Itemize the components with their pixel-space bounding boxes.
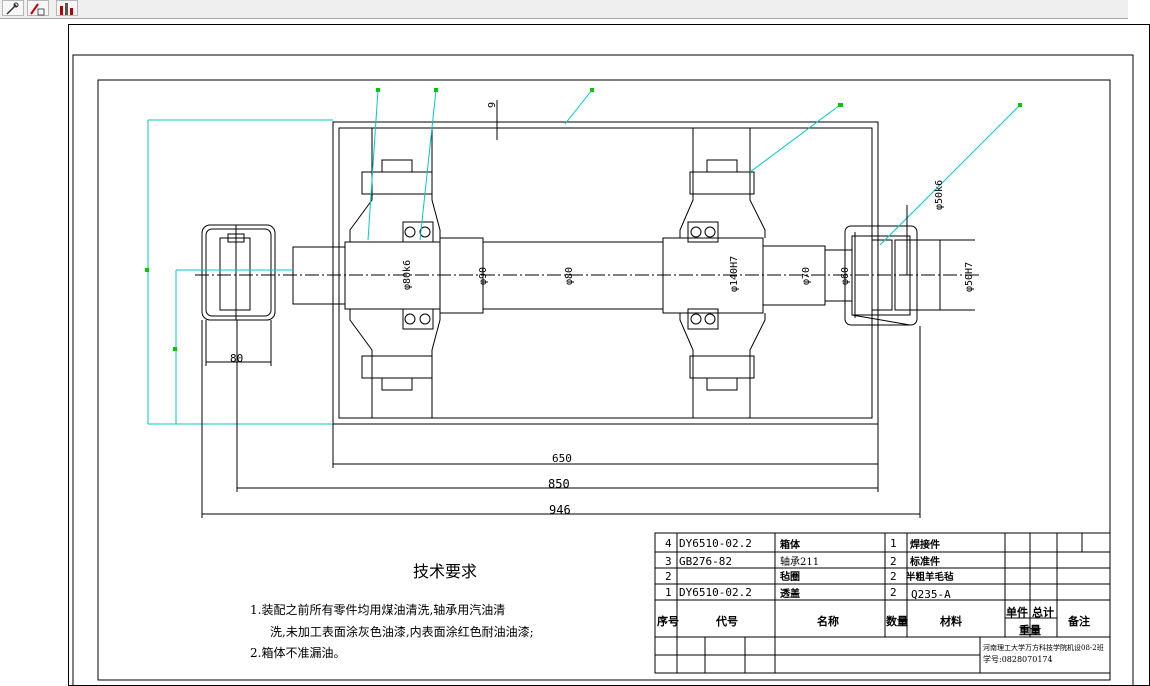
bom-material: Q235-A [911, 588, 951, 601]
dimension-lines [201, 100, 975, 518]
shaft [195, 237, 980, 314]
cad-drawing: 650 850 946 80 6 φ80k6 φ90 φ80 φ140H7 φ7… [72, 54, 1134, 686]
bom-header-remark: 备注 [1067, 614, 1090, 628]
bom-header-weight: 重量 [1019, 623, 1041, 637]
bom-header-material: 材料 [940, 614, 962, 628]
bom-row-2: 2 毡圈 2 半粗羊毛毡 [665, 570, 954, 583]
line-tool-icon[interactable] [27, 0, 49, 16]
leader-dots [145, 88, 1022, 351]
right-bearing-seat [679, 128, 766, 418]
dim-946: 946 [549, 503, 571, 517]
housing [332, 121, 879, 425]
left-bearing-seat [349, 128, 441, 418]
bom-header-no: 序号 [657, 614, 679, 628]
tech-req-line-1: 1.装配之前所有零件均用煤油清洗,轴承用汽油清 [250, 602, 505, 617]
dim-phi80: φ80 [564, 267, 575, 285]
drawing-frame [97, 79, 1111, 681]
dim-phi90: φ90 [478, 267, 489, 285]
bom-footer-school: 河南理工大学万方科技学院机设08-2班 [983, 643, 1104, 652]
bom-code: DY6510-02.2 [679, 586, 752, 599]
drawing-sheet [68, 24, 1150, 686]
tech-req-title: 技术要求 [413, 562, 477, 581]
dim-phi80k6: φ80k6 [402, 260, 413, 290]
dim-phi140h7: φ140H7 [729, 256, 740, 292]
dim-phi70: φ70 [801, 267, 812, 285]
left-coupling [201, 224, 276, 321]
bom-name: 毡圈 [779, 570, 800, 583]
bom-header-name: 名称 [817, 614, 839, 628]
tech-req-line-3: 2.箱体不准漏油。 [250, 645, 345, 660]
bom-header-unit: 单件 [1006, 605, 1028, 619]
bom-row-3: 3 GB276-82 轴承211 2 标准件 [665, 555, 940, 568]
dim-850: 850 [548, 477, 570, 491]
bom-no: 1 [665, 586, 672, 599]
bom-qty: 2 [890, 570, 897, 583]
bom-footer-id: 学号:0828070174 [983, 654, 1053, 664]
bom-header-code: 代号 [715, 614, 738, 628]
dim-phi60: φ60 [840, 267, 851, 285]
toolbar [0, 0, 1128, 19]
dim-650: 650 [552, 452, 572, 465]
bom-code: GB276-82 [679, 555, 732, 568]
bom-no: 2 [665, 570, 672, 583]
bom-row-1: 1 DY6510-02.2 透盖 2 Q235-A [665, 586, 951, 601]
bom-name: 轴承211 [780, 555, 819, 568]
leader-lines [147, 89, 1021, 425]
bom-header-qty: 数量 [886, 614, 908, 628]
bom-qty: 2 [890, 586, 897, 599]
dim-80: 80 [230, 352, 243, 365]
bom-no: 4 [665, 537, 672, 550]
bom-material: 标准件 [909, 555, 940, 568]
bom-header: 序号 代号 名称 数量 材料 单件 总计 重量 备注 [657, 605, 1090, 637]
dim-phi50h7: φ50H7 [964, 262, 975, 292]
bom-code: DY6510-02.2 [679, 537, 752, 550]
tech-req-line-2: 洗,未加工表面涂灰色油漆,内表面涂红色耐油油漆; [270, 624, 534, 639]
bom-qty: 1 [890, 537, 897, 550]
inner-border [72, 54, 1134, 686]
bom-table [654, 532, 1111, 674]
bom-name: 箱体 [780, 538, 801, 551]
chart-tool-icon[interactable] [56, 0, 78, 16]
wrench-icon[interactable] [2, 0, 24, 16]
bom-name: 透盖 [780, 587, 800, 600]
bom-qty: 2 [890, 555, 897, 568]
bom-header-total: 总计 [1032, 605, 1054, 619]
bom-no: 3 [665, 555, 672, 568]
bom-material: 焊接件 [910, 538, 940, 551]
right-coupling [844, 225, 918, 326]
dim-6: 6 [485, 102, 496, 108]
bom-material: 半粗羊毛毡 [906, 571, 954, 583]
bom-row-4: 4 DY6510-02.2 箱体 1 焊接件 [665, 537, 940, 551]
dim-phi50k6: φ50k6 [934, 180, 945, 210]
